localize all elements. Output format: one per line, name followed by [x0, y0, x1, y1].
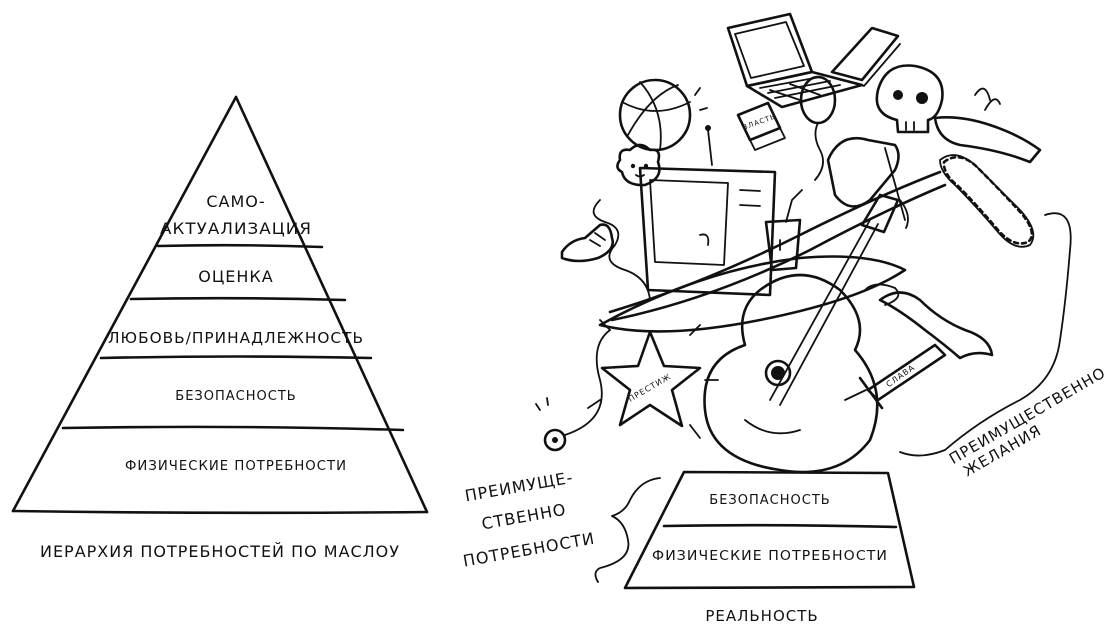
level-love-belonging: ЛЮБОВЬ/ПРИНАДЛЕЖНОСТЬ: [108, 329, 364, 347]
reality-pyramid-divider: [662, 523, 898, 529]
reality-illustration: БЕЗОПАСНОСТЬ ФИЗИЧЕСКИЕ ПОТРЕБНОСТИ РЕАЛ…: [462, 12, 1109, 625]
reality-level-physiological: ФИЗИЧЕСКИЕ ПОТРЕБНОСТИ: [652, 549, 888, 564]
surfboard-icon: [598, 255, 907, 333]
needs-label-line1: ПРЕИМУЩЕ-: [463, 468, 574, 506]
pyramid-divider-2: [129, 296, 347, 302]
squiggle-left: [592, 199, 651, 301]
reality-pyramid-outline: [623, 470, 916, 590]
sneaker-icon: [560, 223, 614, 263]
pyramid-left-edge: [11, 95, 238, 513]
maslow-pyramid: САМО- АКТУАЛИЗАЦИЯ ОЦЕНКА ЛЮБОВЬ/ПРИНАДЛ…: [11, 95, 429, 561]
pyramid-divider-1: [156, 243, 324, 249]
guitar-icon: [703, 193, 900, 474]
wants-label-line1: ПРЕИМУЩЕСТВЕННО: [946, 363, 1109, 467]
level-physiological: ФИЗИЧЕСКИЕ ПОТРЕБНОСТИ: [125, 459, 347, 474]
monitor-icon: [638, 166, 777, 297]
pyramid-divider-3: [99, 355, 373, 360]
tablet-icon: [830, 26, 901, 87]
needs-annotation: ПРЕИМУЩЕ- СТВЕННО ПОТРЕБНОСТИ: [462, 468, 661, 583]
level-safety: БЕЗОПАСНОСТЬ: [175, 389, 296, 404]
balloon-icon: [799, 75, 837, 181]
stick-icon: [608, 170, 947, 322]
needs-label-line2: СТВЕННО: [480, 500, 568, 534]
needs-label-line3: ПОТРЕБНОСТИ: [462, 529, 597, 571]
level-self-actualization-line1: САМО-: [206, 192, 265, 211]
maslow-caption: ИЕРАРХИЯ ПОТРЕБНОСТЕЙ ПО МАСЛОУ: [40, 542, 400, 561]
laptop-icon: [726, 12, 864, 109]
wants-bracket: [899, 212, 1072, 457]
star-label: ПРЕСТИЖ: [627, 372, 673, 404]
reality-pyramid: БЕЗОПАСНОСТЬ ФИЗИЧЕСКИЕ ПОТРЕБНОСТИ РЕАЛ…: [623, 470, 916, 625]
hat-icon: [933, 87, 1042, 164]
level-self-actualization-line2: АКТУАЛИЗАЦИЯ: [160, 219, 312, 238]
reality-caption: РЕАЛЬНОСТЬ: [705, 607, 818, 625]
basketball-icon: [618, 78, 708, 152]
skull-icon: [875, 64, 944, 134]
pin-icon: [705, 125, 713, 166]
reality-level-safety: БЕЗОПАСНОСТЬ: [709, 493, 830, 508]
book-icon: ВЛАСТЬ: [736, 101, 786, 151]
level-esteem: ОЦЕНКА: [198, 267, 273, 286]
necklace-icon: [939, 154, 1035, 248]
pyramid-divider-4: [61, 425, 405, 432]
book-label: ВЛАСТЬ: [742, 112, 777, 131]
needs-bracket: [594, 477, 661, 583]
star-icon: ПРЕСТИЖ: [587, 319, 719, 439]
teddy-bear-icon: [616, 143, 661, 187]
pyramid-right-edge: [234, 95, 429, 514]
pyramid-base-line: [11, 509, 429, 515]
scarf-icon: [864, 283, 994, 360]
yoyo-icon: [535, 329, 611, 452]
bottle-icon: [826, 136, 909, 229]
